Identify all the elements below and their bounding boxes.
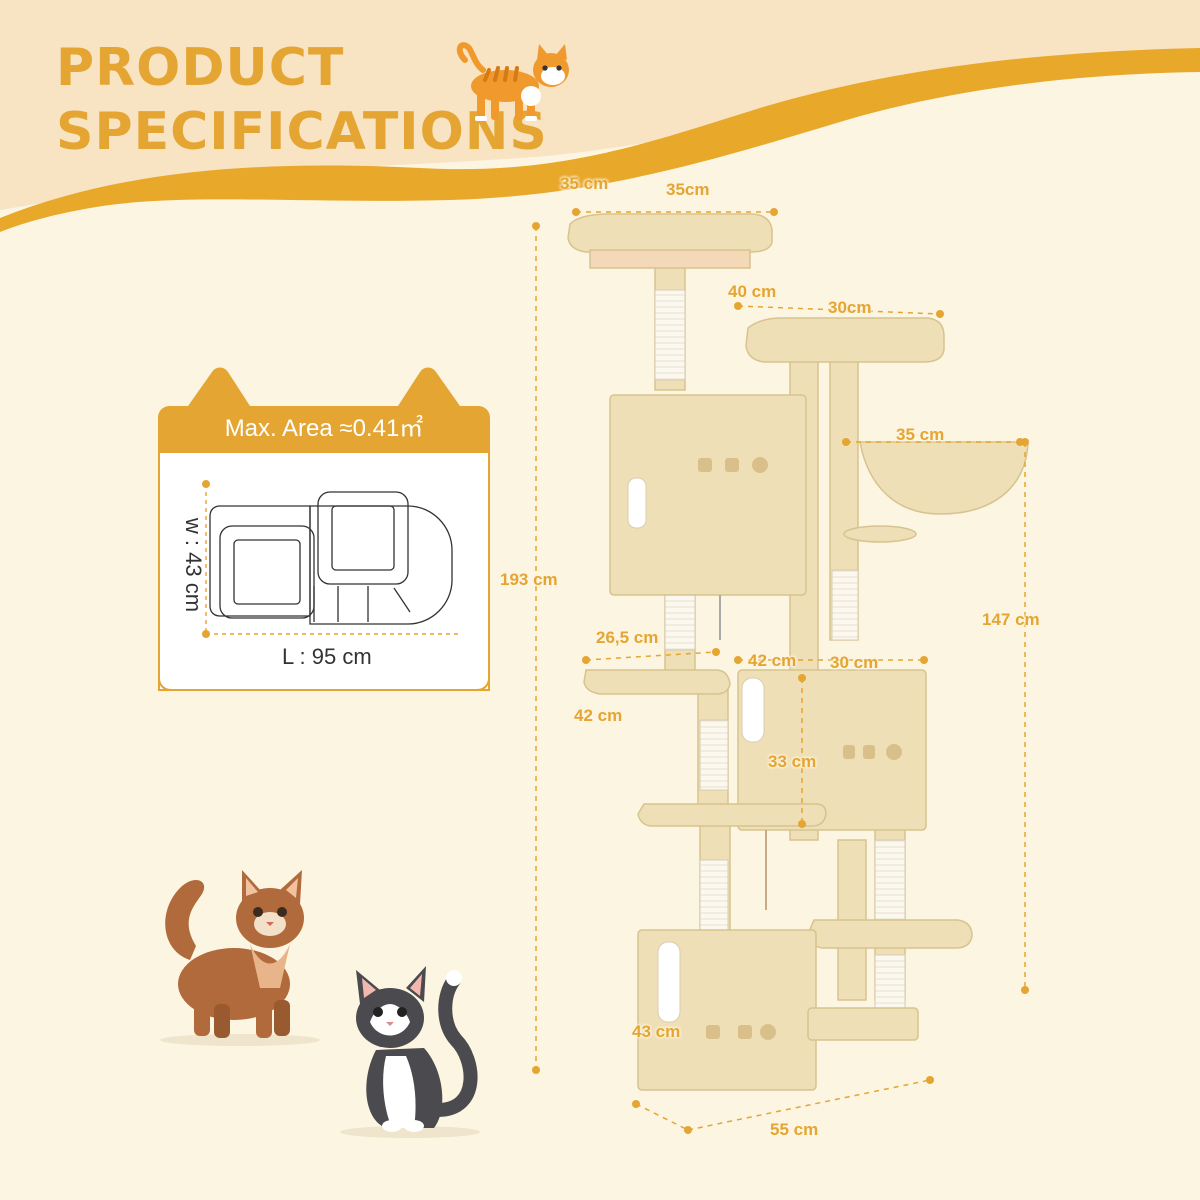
basket-height-label: 147 cm [982, 610, 1040, 629]
top-perch-width-label: 35cm [666, 180, 710, 199]
base-depth-label: 43 cm [632, 1022, 681, 1041]
total-height-label: 193 cm [500, 570, 558, 589]
footprint-guides [205, 484, 462, 635]
max-area-heading: Max. Area ≈0.41㎡ [224, 415, 424, 442]
header-wave-edge [0, 48, 1200, 232]
page-title-line-2: SPECIFICATIONS [56, 102, 548, 162]
second-perch-depth-label: 40 cm [728, 282, 777, 301]
footprint-diagram [209, 491, 453, 625]
brown-cat-illustration [160, 870, 320, 1046]
side-platform-width-label: 26,5 cm [596, 628, 659, 647]
page-title-line-1: PRODUCT [56, 38, 345, 98]
area-length-label: L : 95 cm [282, 644, 372, 669]
mid-condo-width-label: 30 cm [830, 653, 879, 672]
header-wave [0, 0, 1200, 210]
orange-cat-icon [456, 42, 569, 121]
basket-width-label: 35 cm [896, 425, 945, 444]
top-perch-depth-label: 35 cm [560, 174, 609, 193]
cat-tree-illustration [532, 208, 1029, 1134]
tuxedo-cat-illustration [340, 966, 480, 1138]
mid-condo-depth-label: 42 cm [748, 651, 797, 670]
mid-condo-height-label: 33 cm [768, 752, 817, 771]
area-width-label: w : 43 cm [181, 517, 207, 613]
side-platform-depth-label: 42 cm [574, 706, 623, 725]
max-area-card [158, 367, 490, 691]
base-width-label: 55 cm [770, 1120, 819, 1139]
second-perch-width-label: 30cm [828, 298, 872, 317]
